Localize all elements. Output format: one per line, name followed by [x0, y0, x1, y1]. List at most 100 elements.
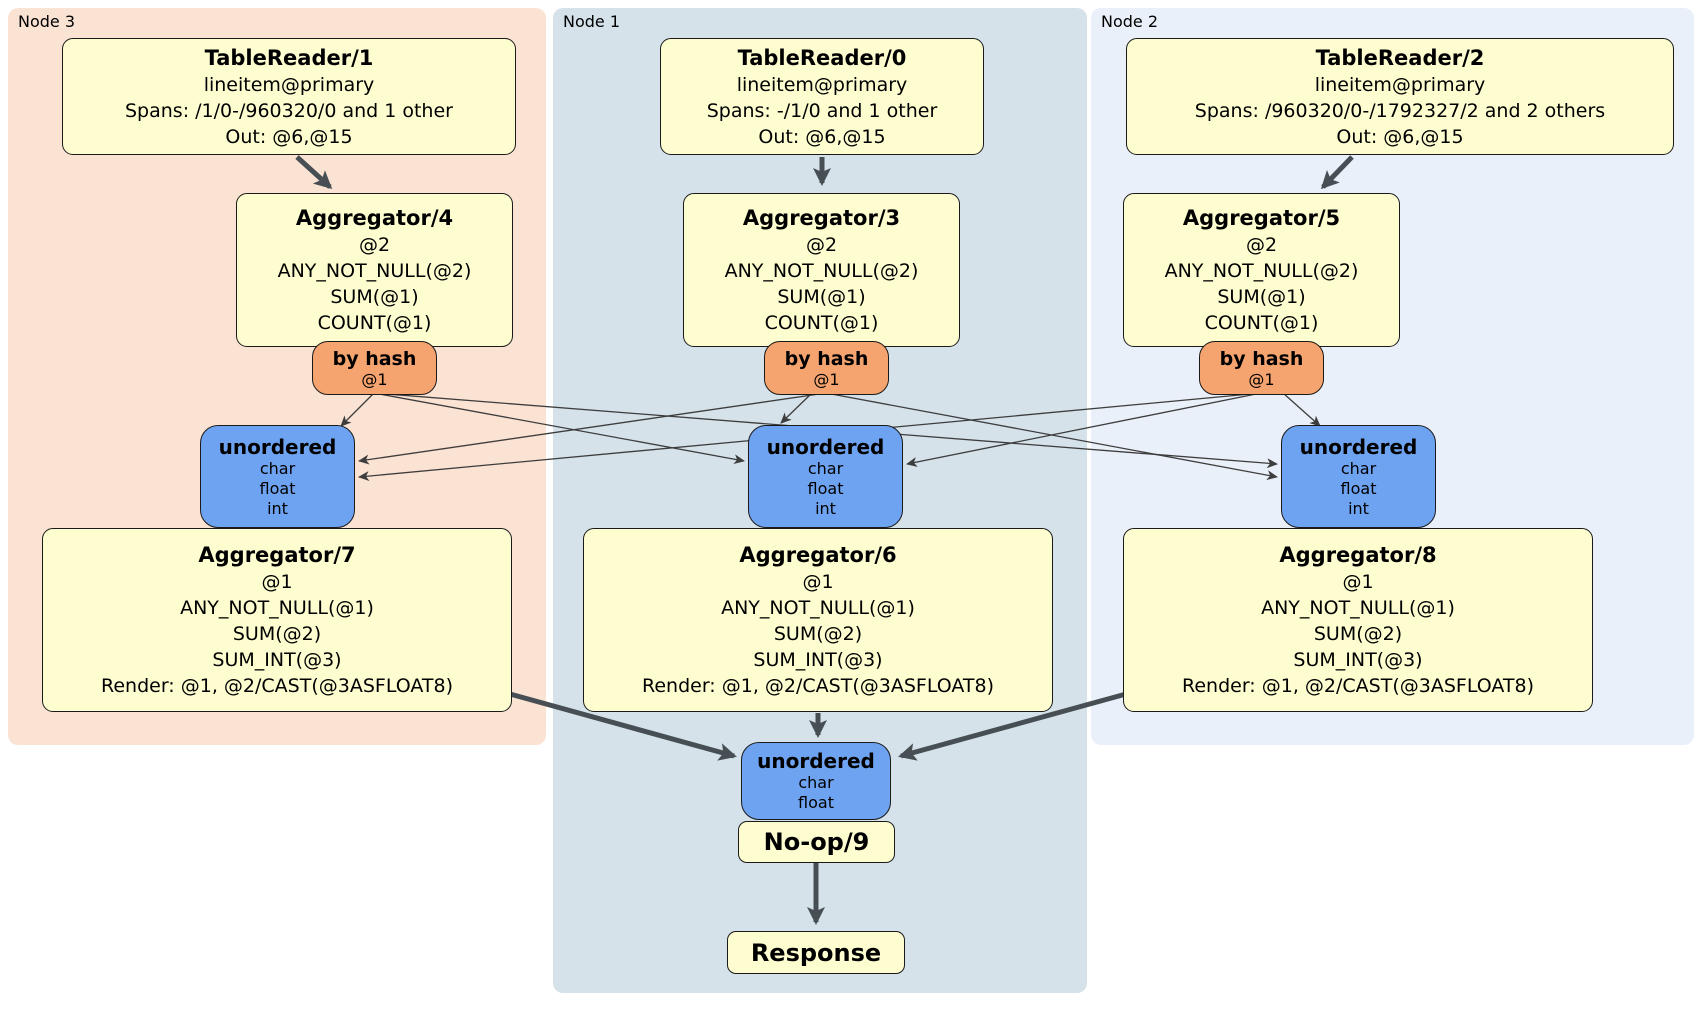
processor-spans: Spans: -/1/0 and 1 other — [706, 99, 938, 122]
sync-unordered-left: unordered char float int — [200, 425, 355, 528]
edge-hash3-to-sync-left — [358, 392, 827, 465]
sync-type: int — [815, 498, 836, 518]
sync-label: unordered — [766, 434, 885, 459]
agg-fn: COUNT(@1) — [1204, 312, 1319, 334]
agg-group-cols: @2 — [1245, 234, 1278, 256]
agg-fn: SUM_INT(@3) — [1293, 649, 1423, 671]
processor-out: Out: @6,@15 — [1336, 125, 1464, 148]
agg-fn: SUM(@2) — [1313, 623, 1403, 645]
agg-group-cols: @1 — [802, 571, 834, 593]
processor-title: Aggregator/8 — [1279, 543, 1437, 567]
sync-label: unordered — [218, 434, 337, 459]
agg-fn: ANY_NOT_NULL(@2) — [724, 260, 919, 282]
sync-unordered-final: unordered char float — [741, 742, 891, 820]
arrow-agg7-to-final-sync — [509, 691, 737, 761]
agg-fn: ANY_NOT_NULL(@2) — [1164, 260, 1359, 282]
processor-spans: Spans: /960320/0-/1792327/2 and 2 others — [1194, 99, 1606, 122]
agg-fn: ANY_NOT_NULL(@1) — [1261, 597, 1455, 619]
agg-fn: ANY_NOT_NULL(@2) — [277, 260, 472, 282]
router-key: @1 — [813, 369, 840, 389]
sync-type: float — [798, 793, 834, 812]
processor-title: Response — [750, 938, 882, 967]
agg-group-cols: @2 — [805, 234, 838, 256]
processor-index: lineitem@primary — [736, 73, 908, 96]
agg-group-cols: @1 — [1342, 571, 1374, 593]
agg-fn: SUM(@2) — [773, 623, 863, 645]
sync-type: char — [259, 458, 296, 478]
agg-group-cols: @1 — [261, 571, 293, 593]
agg-fn: SUM(@1) — [777, 286, 866, 308]
sync-type: int — [1348, 498, 1369, 518]
sync-unordered-right: unordered char float int — [1281, 425, 1436, 528]
processor-out: Out: @6,@15 — [225, 125, 353, 148]
agg-group-cols: @2 — [358, 234, 391, 256]
sync-type: float — [807, 478, 844, 498]
processor-noop-9: No-op/9 — [738, 821, 895, 863]
agg-fn: SUM(@1) — [330, 286, 419, 308]
processor-aggregator-7: Aggregator/7 @1 ANY_NOT_NULL(@1) SUM(@2)… — [42, 528, 512, 712]
sync-type: float — [1340, 478, 1377, 498]
agg-fn: ANY_NOT_NULL(@1) — [721, 597, 915, 619]
processor-title: Aggregator/3 — [742, 206, 901, 230]
agg-fn: SUM(@1) — [1217, 286, 1306, 308]
sync-type: int — [267, 498, 288, 518]
processor-out: Out: @6,@15 — [758, 125, 886, 148]
router-by-hash-4: by hash @1 — [312, 341, 437, 395]
sync-label: unordered — [757, 749, 875, 773]
processor-aggregator-6: Aggregator/6 @1 ANY_NOT_NULL(@1) SUM(@2)… — [583, 528, 1053, 712]
response-box: Response — [727, 931, 905, 974]
router-label: by hash — [784, 347, 869, 370]
node2-label: Node 2 — [1101, 12, 1159, 31]
processor-tablereader-0: TableReader/0 lineitem@primary Spans: -/… — [660, 38, 984, 155]
processor-title: Aggregator/7 — [198, 543, 356, 567]
node3-label: Node 3 — [18, 12, 76, 31]
edge-hash5-to-sync-right — [1282, 392, 1321, 427]
arrow-tablereader1-to-agg4 — [295, 155, 333, 190]
arrow-tablereader2-to-agg5 — [1320, 155, 1354, 190]
router-label: by hash — [1219, 347, 1304, 370]
agg-fn: SUM(@2) — [232, 623, 322, 645]
processor-title: No-op/9 — [763, 828, 870, 856]
router-key: @1 — [361, 369, 388, 389]
router-key: @1 — [1248, 369, 1275, 389]
router-by-hash-5: by hash @1 — [1199, 341, 1324, 395]
processor-tablereader-2: TableReader/2 lineitem@primary Spans: /9… — [1126, 38, 1674, 155]
processor-index: lineitem@primary — [203, 73, 375, 96]
sync-type: float — [259, 478, 296, 498]
node1-label: Node 1 — [563, 12, 621, 31]
router-label: by hash — [332, 347, 417, 370]
processor-title: Aggregator/5 — [1182, 206, 1341, 230]
edge-hash4-to-sync-center — [373, 392, 745, 465]
processor-title: TableReader/1 — [204, 45, 374, 70]
processor-aggregator-8: Aggregator/8 @1 ANY_NOT_NULL(@1) SUM(@2)… — [1123, 528, 1593, 712]
processor-tablereader-1: TableReader/1 lineitem@primary Spans: /1… — [62, 38, 516, 155]
sync-unordered-center: unordered char float int — [748, 425, 903, 528]
processor-title: Aggregator/4 — [295, 206, 454, 230]
edge-hash3-to-sync-center — [780, 392, 813, 424]
processor-title: TableReader/0 — [737, 45, 907, 70]
sync-type: char — [798, 773, 834, 792]
sync-label: unordered — [1299, 434, 1418, 459]
arrow-agg8-to-final-sync — [898, 691, 1127, 761]
sync-type: char — [807, 458, 844, 478]
router-by-hash-3: by hash @1 — [764, 341, 889, 395]
processor-index: lineitem@primary — [1314, 73, 1486, 96]
agg-fn: ANY_NOT_NULL(@1) — [180, 597, 374, 619]
processor-title: Aggregator/6 — [739, 543, 897, 567]
agg-fn: COUNT(@1) — [764, 312, 879, 334]
processor-aggregator-5: Aggregator/5 @2 ANY_NOT_NULL(@2) SUM(@1)… — [1123, 193, 1400, 347]
agg-fn: SUM_INT(@3) — [753, 649, 883, 671]
processor-spans: Spans: /1/0-/960320/0 and 1 other — [125, 99, 453, 122]
processor-aggregator-4: Aggregator/4 @2 ANY_NOT_NULL(@2) SUM(@1)… — [236, 193, 513, 347]
processor-aggregator-3: Aggregator/3 @2 ANY_NOT_NULL(@2) SUM(@1)… — [683, 193, 960, 347]
sync-type: char — [1340, 458, 1377, 478]
agg-render: Render: @1, @2/CAST(@3ASFLOAT8) — [101, 675, 453, 697]
edge-hash4-to-sync-left — [340, 392, 375, 427]
edge-hash5-to-sync-center — [906, 392, 1262, 467]
agg-render: Render: @1, @2/CAST(@3ASFLOAT8) — [642, 675, 994, 697]
processor-title: TableReader/2 — [1315, 45, 1485, 70]
agg-render: Render: @1, @2/CAST(@3ASFLOAT8) — [1182, 675, 1534, 697]
agg-fn: COUNT(@1) — [317, 312, 432, 334]
